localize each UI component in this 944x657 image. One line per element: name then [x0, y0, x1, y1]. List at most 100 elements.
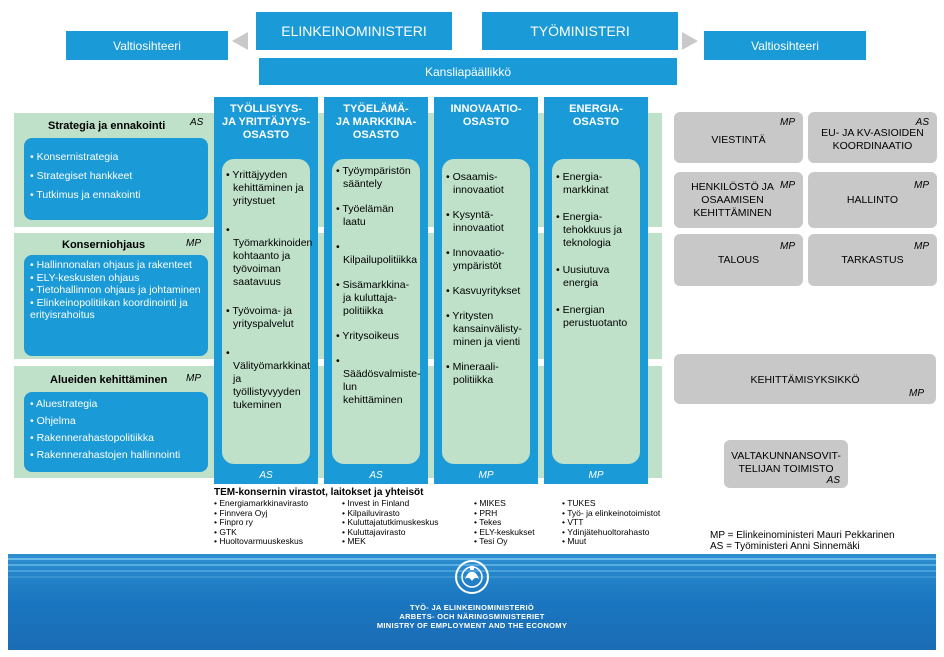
- dept-items: Työympäristön sääntely Työelämän laatu K…: [332, 159, 421, 464]
- list-item: Työympäristön sääntely: [336, 165, 416, 191]
- list-item: Yritysten kansainvälisty-minen ja vienti: [446, 310, 526, 349]
- tyoministeri-box: TYÖMINISTERI: [482, 12, 678, 50]
- list-item: Aluestrategia: [30, 397, 202, 412]
- list-item: Tietohallinnon ohjaus ja johtaminen: [30, 284, 202, 297]
- dept-items: Energia-markkinat Energia-tehokkuus ja t…: [552, 159, 640, 464]
- org-item: VTT: [562, 518, 660, 528]
- list-item: Työmarkkinoiden kohtaanto ja työvoiman s…: [226, 224, 312, 289]
- list-item: Energia-markkinat: [556, 171, 636, 197]
- org-column: MIKES PRH Tekes ELY-keskukset Tesi Oy: [474, 498, 535, 547]
- dept-title: TYÖELÄMÄ- JA MARKKINA- OSASTO: [335, 103, 417, 141]
- list-item: Energian perustuotanto: [556, 304, 636, 330]
- legend-mp: MP = Elinkeinoministeri Mauri Pekkarinen: [710, 530, 895, 541]
- org-item: Kuluttajavirasto: [342, 527, 439, 538]
- dept-tag: MP: [588, 470, 604, 481]
- henkilosto-box: HENKILÖSTÖ JA OSAAMISEN KEHITTÄMINEN MP: [674, 172, 803, 228]
- list-item: Sisämarkkina- ja kuluttaja-politiikka: [336, 279, 416, 318]
- org-item: MEK: [342, 537, 439, 547]
- eu-koordinaatio-box: EU- JA KV-ASIOIDEN KOORDINAATIO AS: [808, 112, 937, 163]
- list-item: Energia-tehokkuus ja teknologia: [556, 211, 636, 250]
- list-item: Kilpailupolitiikka: [336, 241, 417, 267]
- valtakunnansovittelija-box: VALTAKUNNANSOVIT-TELIJAN TOIMISTO AS: [724, 440, 848, 488]
- konserniohjaus-list: Hallinnonalan ohjaus ja rakenteet ELY-ke…: [24, 255, 208, 356]
- viestinta-box: VIESTINTÄ MP: [674, 112, 803, 163]
- tarkastus-box: TARKASTUS MP: [808, 234, 937, 286]
- list-item: Työelämän laatu: [336, 203, 416, 229]
- org-item: Invest in Finland: [342, 498, 439, 509]
- list-item: Yrittäjyyden kehittäminen ja yritystuet: [226, 169, 306, 208]
- strategia-list: Konsernistrategia Strategiset hankkeet T…: [24, 138, 208, 220]
- strategia-title: Strategia ja ennakointi: [48, 120, 166, 132]
- org-item: Finnvera Oyj: [214, 508, 308, 519]
- alueiden-tag: MP: [186, 373, 201, 384]
- list-item: Mineraali-politiikka: [446, 361, 526, 387]
- list-item: Kasvuyritykset: [446, 285, 526, 298]
- org-column: Energiamarkkinavirasto Finnvera Oyj Finp…: [214, 498, 308, 547]
- org-column: Invest in Finland Kilpailuvirasto Kulutt…: [342, 498, 439, 547]
- org-item: Tesi Oy: [474, 537, 535, 547]
- org-item: Muut: [562, 537, 660, 547]
- kehittamisyksikko-box: KEHITTÄMISYKSIKKÖ MP: [674, 354, 936, 404]
- legend-as: AS = Työministeri Anni Sinnemäki: [710, 541, 860, 552]
- dept-title: TYÖLLISYYS- JA YRITTÄJYYS- OSASTO: [221, 103, 311, 141]
- list-item: ELY-keskusten ohjaus: [30, 272, 202, 285]
- elinkeinoministeri-box: ELINKEINOMINISTERI: [256, 12, 452, 50]
- list-item: Yritysoikeus: [336, 330, 416, 343]
- list-item: Rakennerahastopolitiikka: [30, 431, 202, 446]
- list-item: Kysyntä-innovaatiot: [446, 209, 526, 235]
- valtiosihteeri-right-box: Valtiosihteeri: [704, 31, 866, 60]
- org-item: MIKES: [474, 498, 535, 509]
- list-item: Työvoima- ja yrityspalvelut: [226, 305, 306, 331]
- org-item: Energiamarkkinavirasto: [214, 498, 308, 509]
- list-item: Välityömarkkinat ja työllistyvyyden tuke…: [226, 347, 310, 412]
- list-item: Strategiset hankkeet: [30, 169, 202, 183]
- dept-items: Osaamis-innovaatiot Kysyntä-innovaatiot …: [442, 159, 530, 464]
- dept-tyoelama: TYÖELÄMÄ- JA MARKKINA- OSASTO Työympäris…: [324, 97, 428, 484]
- list-item: Rakennerahastojen hallinnointi: [30, 448, 202, 463]
- organizations-title: TEM-konsernin virastot, laitokset ja yht…: [214, 487, 424, 498]
- list-item: Uusiutuva energia: [556, 264, 636, 290]
- dept-tyollisyys: TYÖLLISYYS- JA YRITTÄJYYS- OSASTO Yrittä…: [214, 97, 318, 484]
- legend: MP = Elinkeinoministeri Mauri Pekkarinen…: [710, 530, 895, 552]
- dept-innovaatio: INNOVAATIO- OSASTO Osaamis-innovaatiot K…: [434, 97, 538, 484]
- org-item: Kuluttajatutkimuskeskus: [342, 518, 438, 528]
- list-item: Säädösvalmiste-lun kehittäminen: [336, 355, 421, 407]
- dept-energia: ENERGIA- OSASTO Energia-markkinat Energi…: [544, 97, 648, 484]
- list-item: Ohjelma: [30, 414, 202, 429]
- org-item: Tekes: [474, 518, 535, 528]
- dept-title: INNOVAATIO- OSASTO: [450, 103, 522, 128]
- org-item: PRH: [474, 508, 535, 519]
- valtiosihteeri-left-box: Valtiosihteeri: [66, 31, 228, 60]
- list-item: Innovaatio-ympäristöt: [446, 247, 526, 273]
- org-item: Työ- ja elinkeinotoimistot: [562, 508, 660, 519]
- footer-banner: TYÖ- JA ELINKEINOMINISTERIÖ ARBETS- OCH …: [8, 554, 936, 650]
- hallinto-box: HALLINTO MP: [808, 172, 937, 228]
- list-item: Osaamis-innovaatiot: [446, 171, 526, 197]
- strategia-tag: AS: [190, 117, 204, 128]
- alueiden-title: Alueiden kehittäminen: [50, 374, 168, 386]
- alueiden-list: Aluestrategia Ohjelma Rakennerahastopoli…: [24, 392, 208, 472]
- konserniohjaus-tag: MP: [186, 238, 201, 249]
- list-item: Hallinnonalan ohjaus ja rakenteet: [30, 259, 202, 272]
- dept-tag: AS: [369, 470, 383, 481]
- konserniohjaus-title: Konserniohjaus: [62, 239, 146, 251]
- talous-box: TALOUS MP: [674, 234, 803, 286]
- org-item: Finpro ry: [214, 518, 308, 528]
- list-item: Konsernistrategia: [30, 150, 202, 164]
- dept-items: Yrittäjyyden kehittäminen ja yritystuet …: [222, 159, 312, 464]
- lion-crest-icon: [454, 559, 490, 595]
- org-item: TUKES: [562, 498, 660, 509]
- arrow-right-icon: [682, 32, 698, 50]
- org-item: GTK: [214, 527, 308, 538]
- org-item: ELY-keskukset: [474, 527, 534, 538]
- dept-tag: AS: [259, 470, 273, 481]
- org-item: Huoltovarmuuskeskus: [214, 537, 308, 547]
- footer-text: TYÖ- JA ELINKEINOMINISTERIÖ ARBETS- OCH …: [376, 603, 568, 630]
- kansliapaallikko-box: Kansliapäällikkö: [259, 58, 677, 85]
- org-item: Ydinjätehuoltorahasto: [562, 527, 660, 538]
- list-item: Tutkimus ja ennakointi: [30, 188, 202, 202]
- list-item: Elinkeinopolitiikan koordinointi ja erit…: [30, 297, 202, 322]
- org-column: TUKES Työ- ja elinkeinotoimistot VTT Ydi…: [562, 498, 660, 547]
- org-item: Kilpailuvirasto: [342, 508, 439, 519]
- arrow-left-icon: [232, 32, 248, 50]
